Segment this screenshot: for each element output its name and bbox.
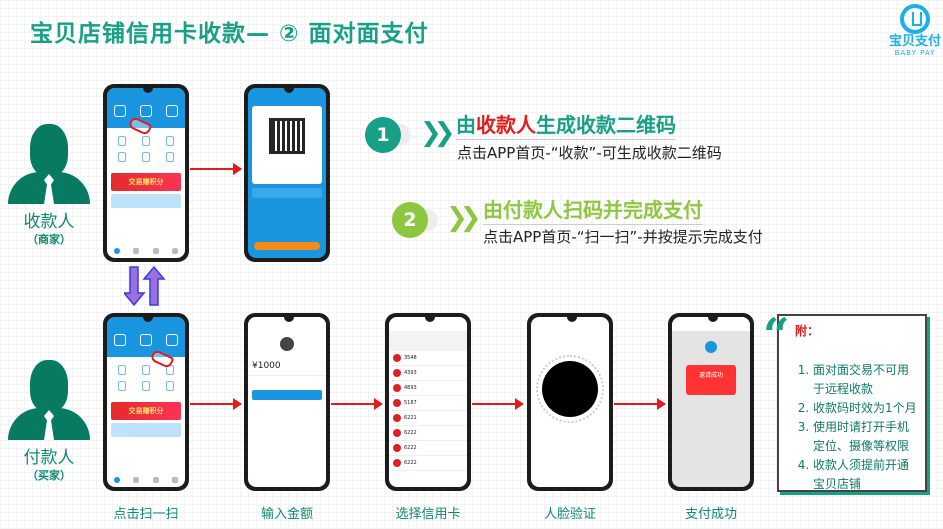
amount-input[interactable]: ¥1000 <box>248 357 326 376</box>
card-option[interactable]: 3548 <box>389 351 467 366</box>
step-2-desc: 点击APP首页-“扫一扫”-并按提示完成支付 <box>483 228 763 246</box>
payer-label: 付款人 <box>23 448 75 468</box>
flow-arrow <box>190 398 242 410</box>
note-heading: 附： <box>795 324 820 338</box>
bank-logo-icon <box>393 429 401 437</box>
card-option[interactable]: 6222 <box>389 426 467 441</box>
page-title: 宝贝店铺信用卡收款— ② 面对面支付 <box>30 21 429 47</box>
note-box: 附： 面对面交易不可用于远程收款 收款码时效为1个月 使用时请打开手机定位、摄像… <box>777 314 927 492</box>
bank-logo-icon <box>393 444 401 452</box>
note-item: 使用时请打开手机定位、摄像等权限 <box>813 418 919 456</box>
payer-sub-label: （买家） <box>27 469 71 482</box>
flow-arrow <box>614 398 666 410</box>
card-option[interactable]: 4393 <box>389 366 467 381</box>
logo-en: BABY PAY <box>894 49 936 57</box>
step-2-title: 由付款人扫码并完成支付 <box>483 194 703 225</box>
quote-mark-icon: “ <box>763 308 790 362</box>
card-option[interactable]: 5187 <box>389 396 467 411</box>
caption-card: 选择信用卡 <box>395 507 461 522</box>
face-capture-circle <box>536 355 604 423</box>
bank-logo-icon <box>393 414 401 422</box>
promo-banner: 交易赚积分 <box>111 402 181 420</box>
step-1-title: 由收款人生成收款二维码 <box>456 109 676 140</box>
card-option[interactable]: 6222 <box>389 441 467 456</box>
logo-icon <box>900 4 930 34</box>
note-item: 收款人须提前开通宝贝店铺 <box>813 456 919 494</box>
payer-person-icon <box>8 360 90 440</box>
bank-logo-icon <box>393 354 401 362</box>
phone-enter-amount: ¥1000 <box>244 313 330 491</box>
phone-qr-code <box>244 84 330 262</box>
phone-select-card: 3548 4393 4893 5187 6221 6222 6222 6222 <box>385 313 471 491</box>
flow-arrow <box>331 398 383 410</box>
caption-face: 人脸验证 <box>543 507 596 522</box>
red-packet-banner[interactable]: 邀请成功 <box>686 365 736 395</box>
bank-logo-icon <box>393 384 401 392</box>
qr-code-image <box>269 118 305 154</box>
chevron-right-icon: ❯❯ <box>420 118 455 148</box>
payee-sub-label: （商家） <box>27 233 71 246</box>
step-1-desc: 点击APP首页-“收款”-可生成收款二维码 <box>457 144 722 162</box>
card-last4: 6222 <box>404 430 417 436</box>
success-check-icon <box>705 341 717 353</box>
flow-arrow <box>190 163 242 175</box>
confirm-pay-button[interactable] <box>252 390 322 400</box>
card-option[interactable]: 6222 <box>389 456 467 471</box>
note-item: 面对面交易不可用于远程收款 <box>813 361 919 399</box>
card-last4: 5187 <box>404 400 417 406</box>
phone-home-payee: 交易赚积分 <box>103 84 189 262</box>
card-last4: 6222 <box>404 445 417 451</box>
step-1-badge: 1 <box>365 117 411 153</box>
swap-arrows-icon <box>122 265 166 307</box>
note-item: 收款码时效为1个月 <box>813 399 919 418</box>
promo-banner: 交易赚积分 <box>111 173 181 191</box>
step-2-badge: 2 <box>392 202 438 238</box>
card-last4: 4393 <box>404 370 417 376</box>
phone-payment-success: 邀请成功 <box>668 313 754 491</box>
chevron-right-icon: ❯❯ <box>446 203 481 233</box>
card-last4: 6221 <box>404 415 417 421</box>
logo-cn: 宝贝支付 <box>888 34 941 49</box>
card-option[interactable]: 4893 <box>389 381 467 396</box>
payee-label: 收款人 <box>23 212 75 232</box>
bank-logo-icon <box>393 459 401 467</box>
phone-face-verify <box>527 313 613 491</box>
payee-person-icon <box>8 124 90 204</box>
card-option[interactable]: 6221 <box>389 411 467 426</box>
card-last4: 4893 <box>404 385 417 391</box>
bank-logo-icon <box>393 369 401 377</box>
card-last4: 3548 <box>404 355 417 361</box>
baby-pay-logo: 宝贝支付 BABY PAY <box>888 4 942 57</box>
phone-home-payer: 交易赚积分 <box>103 313 189 491</box>
card-last4: 6222 <box>404 460 417 466</box>
collect-button[interactable] <box>254 242 320 250</box>
caption-amount: 输入金额 <box>260 507 313 522</box>
bank-logo-icon <box>393 399 401 407</box>
caption-scan: 点击扫一扫 <box>113 507 179 522</box>
flow-arrow <box>472 398 524 410</box>
caption-success: 支付成功 <box>684 507 737 522</box>
